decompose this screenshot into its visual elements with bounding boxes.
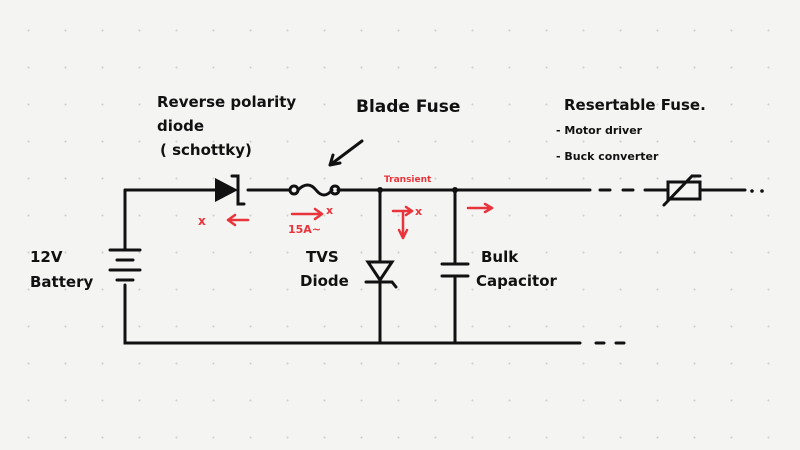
reverse-diode-label-line1: Reverse polarity bbox=[157, 93, 296, 111]
fuse-rating-label: 15A~ bbox=[288, 223, 321, 236]
resettable-use-buck: - Buck converter bbox=[556, 150, 659, 163]
blade-fuse-pointer-arrow-icon bbox=[328, 139, 364, 167]
resettable-fuse-symbol bbox=[662, 174, 702, 207]
wires bbox=[123, 187, 764, 345]
blocked-mark-reverse: x bbox=[198, 214, 206, 228]
forward-flow-arrow-icon bbox=[466, 202, 494, 214]
current-flow-annotations bbox=[226, 202, 494, 240]
blade-fuse-label: Blade Fuse bbox=[356, 97, 460, 117]
battery-voltage-label: 12V bbox=[30, 248, 63, 266]
fuse-blown-arrow-icon bbox=[290, 207, 324, 221]
battery-symbol bbox=[108, 248, 142, 282]
resettable-fuse-label: Resertable Fuse. bbox=[564, 96, 706, 114]
bottom-rail bbox=[123, 188, 582, 345]
capacitor-label-line2: Capacitor bbox=[476, 272, 557, 290]
reverse-diode-label-line2: diode bbox=[157, 117, 204, 135]
blocked-mark-tvs: x bbox=[415, 205, 422, 218]
transient-clamp-arrow-icon bbox=[391, 205, 414, 240]
blade-fuse-symbol bbox=[288, 183, 341, 197]
reverse-blocked-arrow-icon bbox=[226, 213, 250, 227]
reverse-diode-label-line3: ( schottky) bbox=[160, 141, 252, 159]
battery-label: Battery bbox=[30, 273, 93, 291]
tvs-label-line2: Diode bbox=[300, 272, 349, 290]
resettable-use-motor: - Motor driver bbox=[556, 124, 643, 137]
schottky-diode-symbol bbox=[215, 174, 246, 206]
capacitor-label-line1: Bulk bbox=[481, 248, 519, 266]
capacitor-symbol bbox=[440, 262, 470, 278]
blocked-mark-fuse: x bbox=[326, 204, 333, 217]
tvs-label-line1: TVS bbox=[306, 248, 339, 266]
transient-label: Transient bbox=[384, 175, 432, 185]
tvs-diode-symbol bbox=[364, 260, 398, 289]
